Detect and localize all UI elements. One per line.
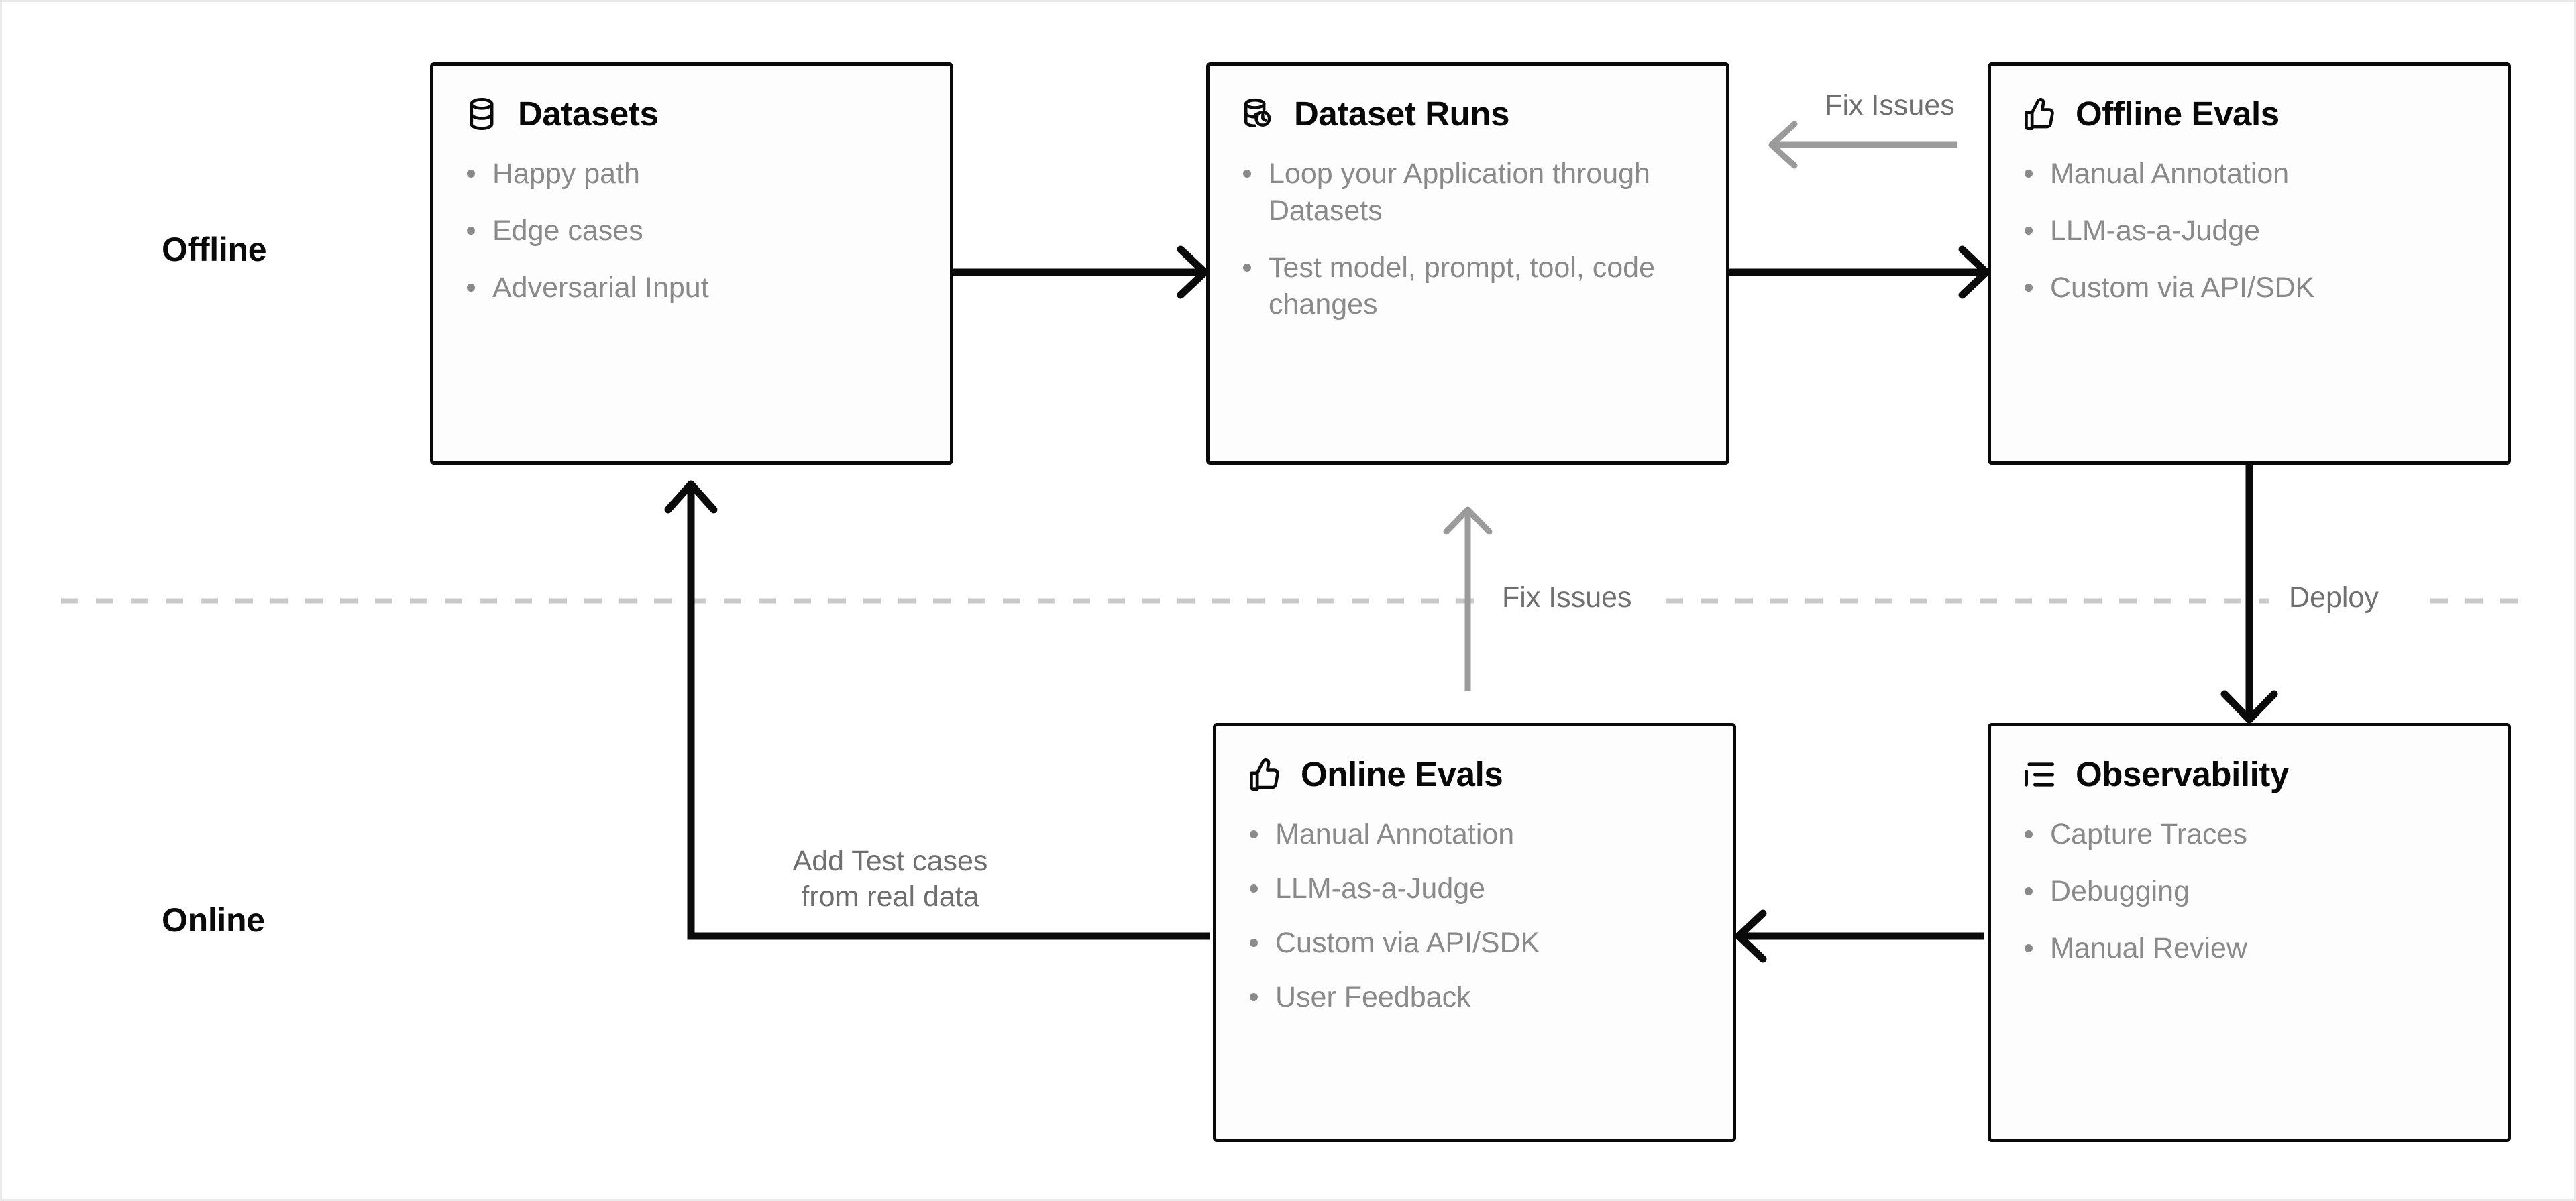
edge-label-fix-issues-divider: Fix Issues — [1493, 580, 1642, 616]
list-item: Adversarial Input — [463, 270, 920, 306]
node-online-evals[interactable]: Online Evals Manual Annotation LLM-as-a-… — [1213, 723, 1736, 1142]
section-label-offline: Offline — [162, 231, 267, 268]
list-item: Test model, prompt, tool, code changes — [1239, 249, 1697, 323]
node-offline-evals-header: Offline Evals — [2021, 95, 2478, 133]
database-refresh-icon — [1239, 95, 1277, 133]
node-offline-evals-title: Offline Evals — [2076, 95, 2279, 133]
edge-label-fix-issues-top: Fix Issues — [1825, 89, 1955, 121]
node-offline-evals-bullets: Manual Annotation LLM-as-a-Judge Custom … — [2021, 156, 2478, 306]
arrow-observability-to-online-evals — [1735, 909, 1984, 963]
list-item: Custom via API/SDK — [2021, 270, 2478, 306]
section-label-online: Online — [162, 901, 265, 939]
list-item: Custom via API/SDK — [1246, 925, 1703, 962]
node-observability[interactable]: Observability Capture Traces Debugging M… — [1988, 723, 2511, 1142]
list-item: Manual Review — [2021, 930, 2478, 967]
arrow-online-evals-to-datasets — [664, 480, 1210, 940]
database-icon — [463, 95, 500, 133]
arrow-offline-evals-to-observability — [2220, 465, 2278, 724]
list-tree-icon — [2021, 756, 2058, 793]
arrow-datasets-to-dataset-runs — [953, 245, 1209, 299]
list-item: User Feedback — [1246, 979, 1703, 1016]
node-online-evals-bullets: Manual Annotation LLM-as-a-Judge Custom … — [1246, 816, 1703, 1016]
list-item: Manual Annotation — [2021, 156, 2478, 192]
node-dataset-runs[interactable]: Dataset Runs Loop your Application throu… — [1206, 62, 1729, 465]
node-online-evals-header: Online Evals — [1246, 756, 1703, 793]
arrow-dataset-runs-to-offline-evals — [1729, 245, 1990, 299]
list-item: LLM-as-a-Judge — [1246, 870, 1703, 907]
list-item: Manual Annotation — [1246, 816, 1703, 853]
node-offline-evals[interactable]: Offline Evals Manual Annotation LLM-as-a… — [1988, 62, 2511, 465]
list-item: LLM-as-a-Judge — [2021, 213, 2478, 249]
node-dataset-runs-title: Dataset Runs — [1294, 95, 1510, 133]
thumbs-up-icon — [1246, 756, 1283, 793]
node-observability-title: Observability — [2076, 755, 2289, 794]
list-item: Debugging — [2021, 873, 2478, 910]
list-item: Happy path — [463, 156, 920, 192]
node-observability-bullets: Capture Traces Debugging Manual Review — [2021, 816, 2478, 967]
node-datasets-title: Datasets — [518, 95, 659, 133]
node-observability-header: Observability — [2021, 756, 2478, 793]
arrow-online-evals-to-dataset-runs — [1443, 506, 1493, 691]
node-datasets-bullets: Happy path Edge cases Adversarial Input — [463, 156, 920, 306]
node-datasets[interactable]: Datasets Happy path Edge cases Adversari… — [430, 62, 953, 465]
edge-label-deploy: Deploy — [2279, 580, 2388, 616]
arrow-offline-evals-to-dataset-runs — [1768, 121, 1957, 169]
node-dataset-runs-bullets: Loop your Application through Datasets T… — [1239, 156, 1697, 323]
list-item: Loop your Application through Datasets — [1239, 156, 1697, 229]
node-online-evals-title: Online Evals — [1301, 755, 1503, 794]
list-item: Capture Traces — [2021, 816, 2478, 853]
node-datasets-header: Datasets — [463, 95, 920, 133]
list-item: Edge cases — [463, 213, 920, 249]
thumbs-up-icon — [2021, 95, 2058, 133]
edge-label-add-test-cases: Add Test cases from real data — [792, 845, 988, 913]
node-dataset-runs-header: Dataset Runs — [1239, 95, 1697, 133]
